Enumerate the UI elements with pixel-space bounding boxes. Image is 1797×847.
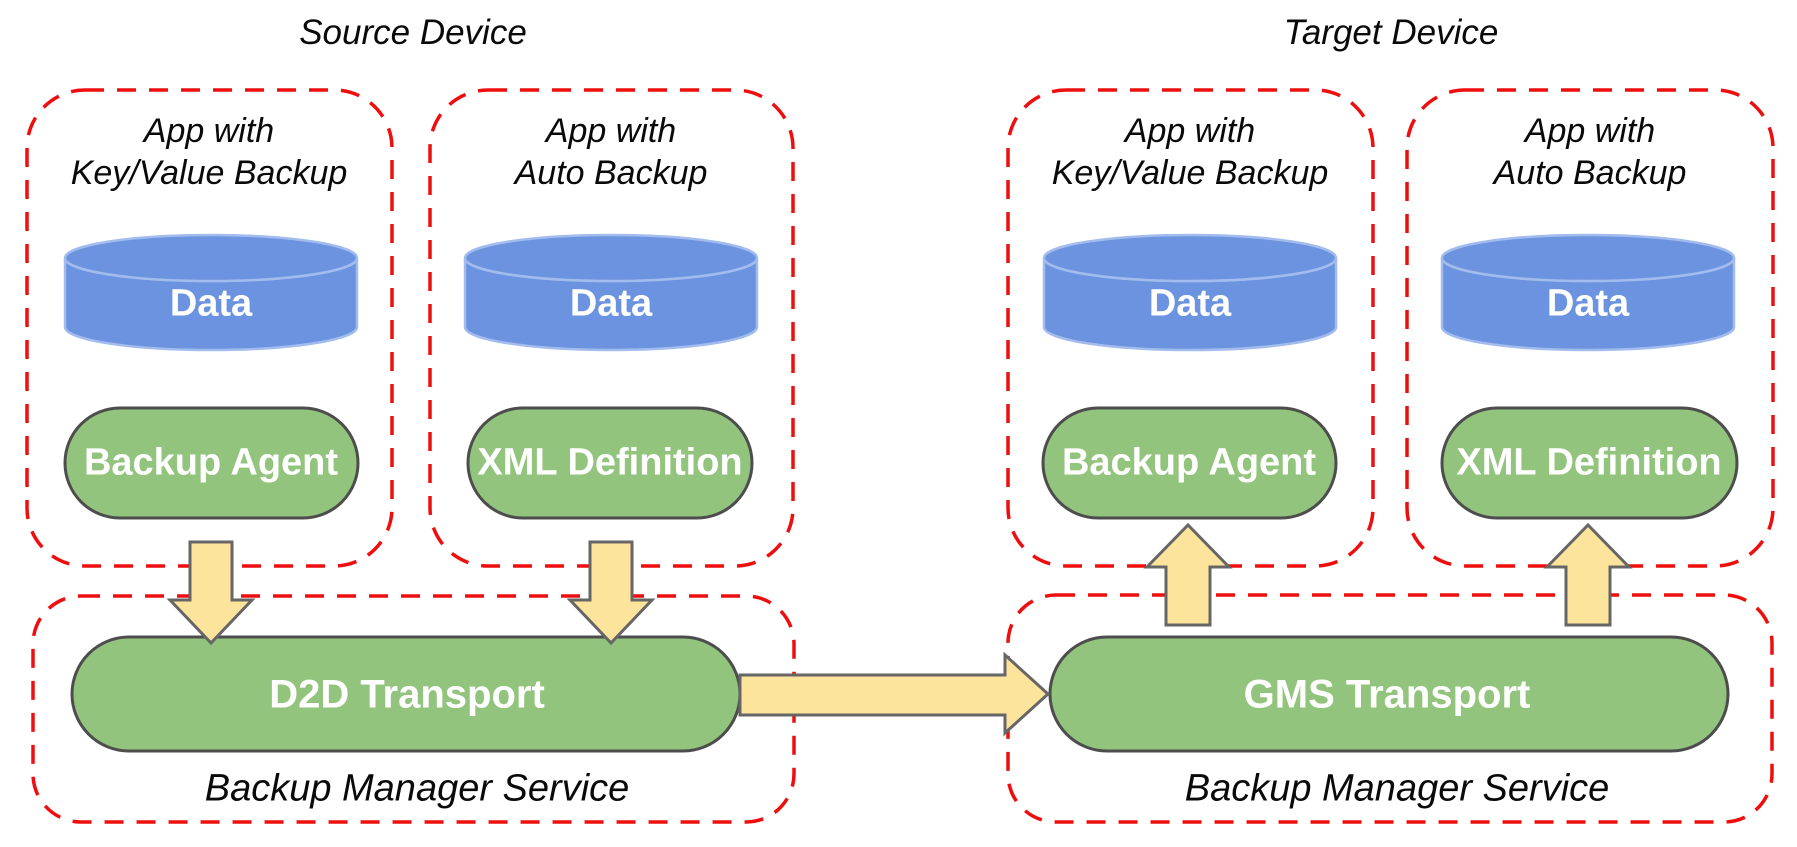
- d2d-transport-label: D2D Transport: [269, 672, 545, 717]
- app-title-line1: App with: [545, 112, 677, 150]
- source-xml-definition-label: XML Definition: [477, 441, 743, 484]
- arrow-backup-agent-to-d2d: [166, 540, 256, 646]
- source-autobackup-app-title: App with Auto Backup: [515, 110, 708, 194]
- arrow-d2d-to-gms: [738, 651, 1051, 737]
- target-device-title: Target Device: [1283, 13, 1499, 52]
- app-title-line1: App with: [1124, 112, 1256, 150]
- app-title-line2: Auto Backup: [1493, 154, 1687, 192]
- target-backup-manager-service-label: Backup Manager Service: [1184, 767, 1610, 810]
- arrow-gms-to-backup-agent: [1143, 522, 1233, 627]
- app-title-line1: App with: [1524, 112, 1656, 150]
- app-title-line2: Key/Value Backup: [1051, 154, 1329, 192]
- source-keyvalue-data-cylinder: [63, 233, 359, 352]
- source-keyvalue-data-label: Data: [169, 282, 253, 325]
- source-keyvalue-app-box: [25, 88, 394, 568]
- target-backup-agent-label: Backup Agent: [1061, 441, 1317, 484]
- target-autobackup-data-cylinder: [1440, 233, 1736, 352]
- app-title-line2: Auto Backup: [514, 154, 708, 192]
- target-autobackup-app-title: App with Auto Backup: [1494, 110, 1687, 194]
- app-title-line2: Key/Value Backup: [70, 154, 348, 192]
- target-backup-agent-pill: [1041, 406, 1338, 520]
- source-backup-manager-service-label: Backup Manager Service: [204, 767, 630, 810]
- target-backup-manager-service-box: [1006, 593, 1774, 824]
- target-keyvalue-app-box: [1006, 88, 1375, 568]
- source-device-title: Source Device: [299, 13, 527, 52]
- arrow-xml-definition-to-d2d: [566, 540, 656, 646]
- source-xml-definition-pill: [466, 406, 754, 520]
- source-keyvalue-app-title: App with Key/Value Backup: [71, 110, 348, 194]
- target-xml-definition-label: XML Definition: [1456, 441, 1722, 484]
- source-backup-agent-label: Backup Agent: [83, 441, 339, 484]
- source-autobackup-data-cylinder: [463, 233, 759, 352]
- target-keyvalue-app-title: App with Key/Value Backup: [1052, 110, 1329, 194]
- target-autobackup-app-box: [1405, 88, 1775, 568]
- source-autobackup-data-label: Data: [569, 282, 653, 325]
- source-backup-agent-pill: [63, 406, 360, 520]
- target-keyvalue-data-label: Data: [1148, 282, 1232, 325]
- app-title-line1: App with: [143, 112, 275, 150]
- target-keyvalue-data-cylinder: [1042, 233, 1338, 352]
- arrow-gms-to-xml-definition: [1543, 522, 1633, 627]
- target-xml-definition-pill: [1440, 406, 1739, 520]
- target-autobackup-data-label: Data: [1546, 282, 1630, 325]
- gms-transport-label: GMS Transport: [1243, 672, 1531, 717]
